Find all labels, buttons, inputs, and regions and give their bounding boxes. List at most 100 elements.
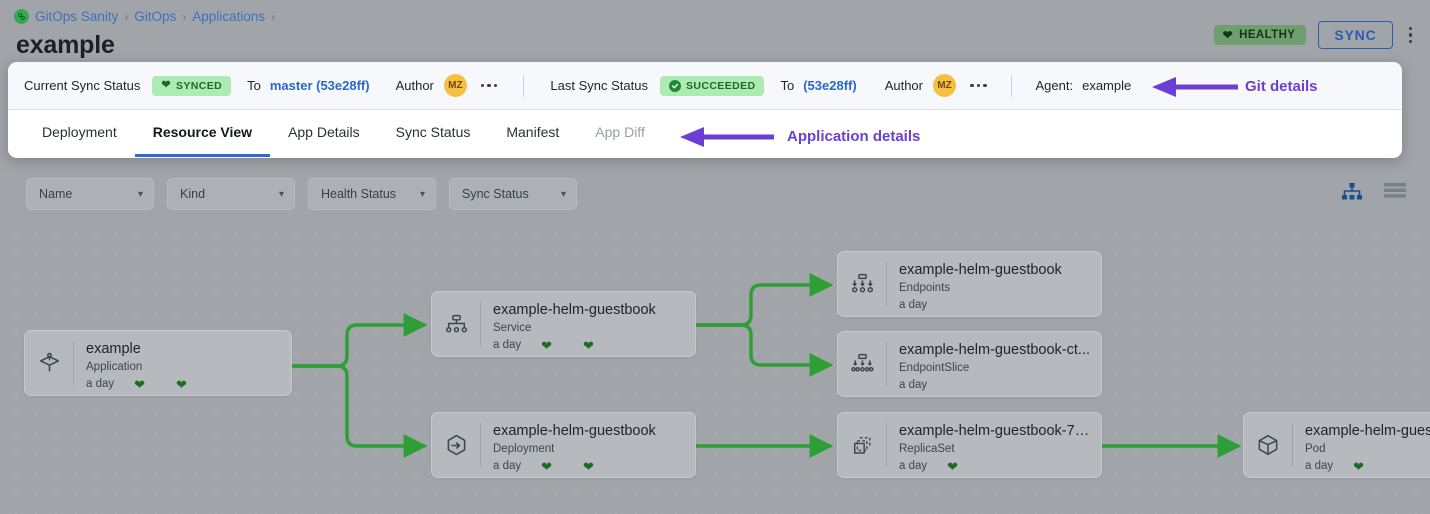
node-divider: [886, 423, 887, 467]
application-details-overlay: Current Sync Status ❤ SYNCED To master (…: [8, 62, 1402, 158]
agent-label: Agent:: [1035, 78, 1074, 93]
node-kind: Deployment: [493, 443, 555, 456]
check-circle-icon: [668, 79, 681, 92]
filter-name-label: Name: [39, 187, 73, 201]
breadcrumb-separator: ›: [182, 9, 187, 24]
chevron-down-icon: ▾: [560, 188, 566, 200]
health-heart-icon: ❤: [541, 337, 553, 353]
last-sync-badge-label: SUCCEEDED: [685, 79, 756, 92]
node-name: example-helm-guestbook: [493, 302, 656, 318]
node-status-icons: ❤: [947, 460, 958, 473]
node-divider: [480, 302, 481, 346]
to-label: To: [780, 78, 795, 93]
filter-sync-status-label: Sync Status: [462, 187, 529, 201]
node-divider: [886, 342, 887, 386]
tab-manifest[interactable]: Manifest: [506, 124, 560, 140]
breadcrumb-separator: ›: [271, 9, 276, 24]
author-avatar: MZ: [443, 74, 467, 97]
node-name: example-helm-guestbook-74...: [899, 423, 1091, 439]
heart-icon: ❤: [1222, 28, 1234, 42]
header-actions: ❤ HEALTHY SYNC: [1213, 21, 1417, 49]
filter-health-status-select[interactable]: Health Status ▾: [308, 178, 436, 210]
node-age: a day: [493, 460, 522, 473]
current-sync-status-label: Current Sync Status: [24, 78, 141, 93]
last-sync-status-badge: SUCCEEDED: [659, 75, 765, 96]
resource-graph-canvas[interactable]: example Application a day ❤ ❤: [0, 218, 1430, 514]
graph-node-application[interactable]: example Application a day ❤ ❤: [24, 330, 292, 396]
tree-view-icon[interactable]: [1342, 183, 1362, 205]
graph-node-replicaset[interactable]: example-helm-guestbook-74... ReplicaSet …: [837, 412, 1102, 478]
filter-kind-select[interactable]: Kind ▾: [167, 178, 295, 210]
current-revision-link[interactable]: master (53e28ff): [269, 78, 370, 93]
graph-node-service[interactable]: example-helm-guestbook Service a day ❤ ❤: [431, 291, 696, 357]
separator: [1010, 74, 1012, 97]
filter-name-select[interactable]: Name ▾: [26, 178, 154, 210]
tab-bar: Deployment Resource View App Details Syn…: [8, 110, 1402, 157]
graph-node-pod[interactable]: example-helm-guest Pod a day ❤: [1243, 412, 1430, 478]
application-details-arrow-icon: [680, 127, 774, 147]
node-status-icons: ❤: [1353, 460, 1364, 473]
node-age: a day: [1305, 460, 1334, 473]
replicaset-icon: [838, 413, 886, 477]
node-age: a day: [86, 378, 115, 391]
node-name: example: [86, 341, 141, 357]
application-details-annotation: Application details: [787, 128, 921, 145]
sync-heart-icon: ❤: [583, 458, 594, 474]
graph-node-deployment[interactable]: example-helm-guestbook Deployment a day …: [431, 412, 696, 478]
to-label: To: [247, 78, 261, 93]
endpoints-icon: [838, 252, 886, 316]
node-kind: Endpoints: [899, 282, 951, 295]
author-label: Author: [884, 78, 923, 93]
tab-app-diff[interactable]: App Diff: [595, 124, 645, 140]
tab-sync-status[interactable]: Sync Status: [395, 124, 471, 140]
health-badge-label: HEALTHY: [1239, 29, 1296, 41]
graph-edges: [290, 273, 1242, 458]
current-sync-badge-label: SYNCED: [175, 79, 223, 92]
gitops-logo-icon: [14, 9, 29, 24]
node-kind: Pod: [1305, 443, 1326, 456]
health-heart-icon: ❤: [134, 376, 146, 392]
node-status-icons: ❤ ❤: [541, 460, 594, 473]
tab-app-details[interactable]: App Details: [288, 124, 360, 140]
list-view-icon[interactable]: [1384, 183, 1406, 205]
heart-icon: ❤: [161, 79, 171, 91]
filter-health-status-label: Health Status: [321, 187, 397, 201]
tab-deployment[interactable]: Deployment: [42, 124, 117, 140]
last-revision-link[interactable]: (53e28ff): [803, 78, 857, 93]
node-age: a day: [899, 298, 928, 311]
node-kind: Service: [493, 322, 532, 335]
health-status-badge: ❤ HEALTHY: [1213, 25, 1307, 45]
sync-button[interactable]: SYNC: [1318, 21, 1393, 49]
page-title: example: [16, 31, 115, 59]
node-name: example-helm-guestbook-ct...: [899, 342, 1090, 358]
breadcrumb-item-applications[interactable]: Applications: [192, 9, 266, 24]
node-age: a day: [899, 460, 928, 473]
graph-node-endpoints[interactable]: example-helm-guestbook Endpoints a day: [837, 251, 1102, 317]
filter-sync-status-select[interactable]: Sync Status ▾: [449, 178, 577, 210]
agent-value: example: [1082, 78, 1132, 93]
chevron-down-icon: ▾: [137, 188, 143, 200]
more-horizontal-icon[interactable]: [480, 83, 498, 88]
last-sync-status-label: Last Sync Status: [550, 78, 648, 93]
health-heart-icon: ❤: [541, 458, 553, 474]
node-divider: [480, 423, 481, 467]
more-vertical-icon[interactable]: [1405, 24, 1417, 47]
chevron-down-icon: ▾: [419, 188, 425, 200]
breadcrumb-item-gitops[interactable]: GitOps: [134, 9, 177, 24]
node-kind: Application: [86, 361, 143, 374]
filter-kind-label: Kind: [180, 187, 206, 201]
node-status-icons: ❤ ❤: [134, 378, 187, 391]
node-age: a day: [493, 339, 522, 352]
more-horizontal-icon[interactable]: [970, 83, 987, 88]
application-icon: [25, 331, 73, 395]
graph-node-endpointslice[interactable]: example-helm-guestbook-ct... EndpointSli…: [837, 331, 1102, 397]
breadcrumb-item-gitops-sanity[interactable]: GitOps Sanity: [35, 9, 119, 24]
separator: [523, 74, 525, 97]
node-name: example-helm-guest: [1305, 423, 1430, 439]
tab-resource-view[interactable]: Resource View: [134, 110, 271, 157]
sync-heart-icon: ❤: [583, 337, 594, 353]
node-kind: ReplicaSet: [899, 443, 955, 456]
breadcrumb: GitOps Sanity › GitOps › Applications ›: [14, 9, 275, 24]
node-divider: [1292, 423, 1293, 467]
current-sync-status-badge: ❤ SYNCED: [152, 75, 232, 96]
